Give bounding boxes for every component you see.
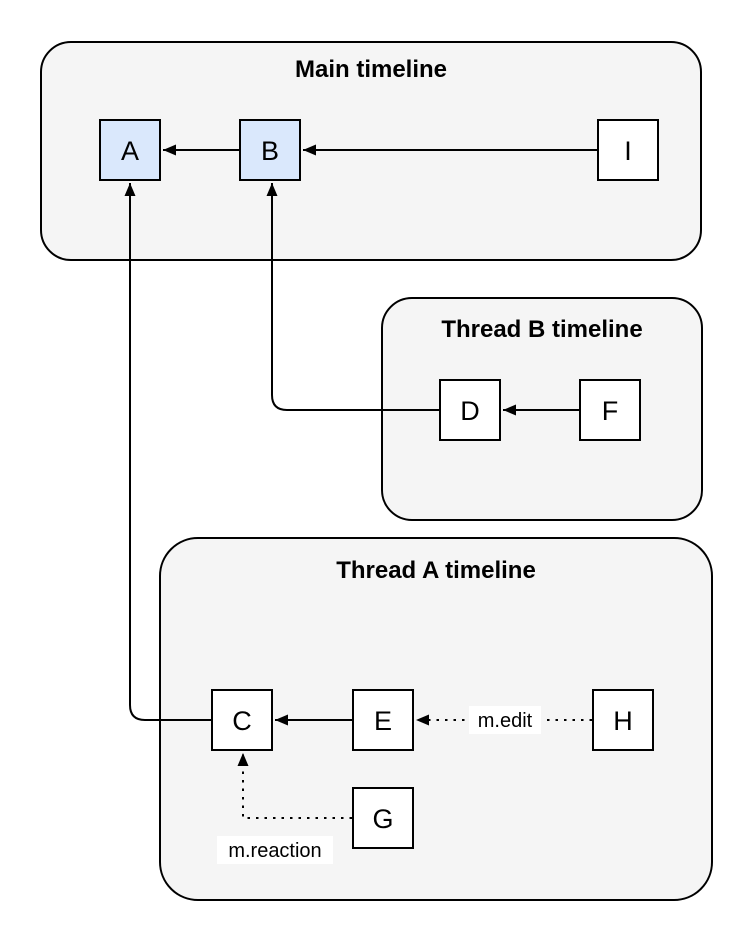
node-c-box — [211, 689, 273, 751]
m-edit-label: m.edit — [478, 710, 533, 732]
node-i: I — [597, 119, 659, 181]
node-f: F — [579, 379, 641, 441]
node-b: B — [239, 119, 301, 181]
node-f-label: F — [602, 396, 619, 426]
node-a: A — [99, 119, 161, 181]
edge-g-to-c — [237, 753, 352, 819]
node-h-label: H — [613, 706, 633, 736]
node-i-box — [597, 119, 659, 181]
edge-c-to-a — [124, 183, 211, 721]
node-g: G — [352, 787, 414, 849]
node-g-box — [352, 787, 414, 849]
node-h-box — [592, 689, 654, 751]
node-c-label: C — [232, 706, 252, 736]
node-d: D — [439, 379, 501, 441]
node-d-label: D — [460, 396, 480, 426]
node-c: C — [211, 689, 273, 751]
node-h: H — [592, 689, 654, 751]
node-b-box — [239, 119, 301, 181]
main-timeline-title: Main timeline — [295, 56, 447, 83]
node-e-box — [352, 689, 414, 751]
node-d-box — [439, 379, 501, 441]
node-f-box — [579, 379, 641, 441]
node-a-label: A — [121, 136, 139, 166]
thread-a-timeline-title: Thread A timeline — [336, 557, 536, 584]
edge-label-m-edit: m.edit — [469, 706, 541, 734]
edge-label-m-reaction: m.reaction — [217, 836, 333, 864]
edge-d-to-b — [266, 183, 439, 411]
thread-b-timeline-title: Thread B timeline — [441, 316, 642, 343]
node-a-box — [99, 119, 161, 181]
node-e-label: E — [374, 706, 392, 736]
m-reaction-label: m.reaction — [228, 840, 321, 862]
node-g-label: G — [372, 804, 393, 834]
m-reaction-label-bg — [217, 836, 333, 864]
node-b-label: B — [261, 136, 279, 166]
m-edit-label-bg — [469, 706, 541, 734]
node-i-label: I — [624, 136, 632, 166]
node-e: E — [352, 689, 414, 751]
